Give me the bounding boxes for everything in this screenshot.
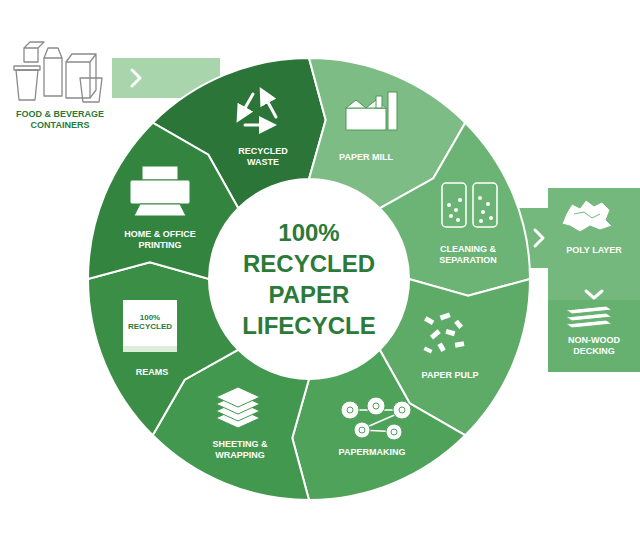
recycle-symbol	[241, 94, 276, 125]
stage-label: POLY LAYER	[566, 245, 622, 256]
paper-mill-icon	[346, 92, 397, 130]
pulp-flakes-icon	[424, 312, 465, 353]
segment-outline	[380, 123, 530, 296]
flow-connector	[548, 288, 640, 300]
arrow-head	[535, 230, 543, 246]
stage-label: SHEETING & WRAPPING	[205, 439, 275, 461]
printer-icon	[130, 166, 190, 216]
segment-outline	[292, 350, 465, 500]
arrow-head	[586, 291, 602, 298]
stage-box: NON-WOOD DECKING	[548, 300, 640, 372]
paper-rollers-icon	[341, 397, 411, 440]
ream-icon	[123, 300, 177, 352]
stage-label: FOOD & BEVERAGE CONTAINERS	[12, 109, 108, 131]
segment-shape	[86, 260, 241, 438]
cleaning-tanks-icon	[442, 183, 497, 227]
stage-box: FOOD & BEVERAGE CONTAINERS	[8, 20, 112, 135]
poly-layer-icon	[562, 200, 612, 232]
food-container-icons	[14, 42, 102, 102]
stage-label: PAPER PULP	[422, 370, 479, 381]
flow-band	[548, 288, 640, 300]
stage-label: NON-WOOD DECKING	[554, 335, 634, 357]
segment-outline	[88, 123, 238, 279]
arrow-head	[132, 70, 140, 86]
stage-label: REAMS	[136, 367, 169, 378]
segment-shape	[377, 120, 532, 298]
segment-outline	[88, 262, 238, 435]
diagram-title: 100% RECYCLED PAPER LIFECYCLE	[229, 217, 389, 341]
cycle-segment: HOME & OFFICE PRINTING	[86, 120, 241, 282]
stage-label: PAPER MILL	[339, 152, 393, 163]
cycle-segment: REAMS	[86, 260, 241, 438]
stage-label: RECYCLED WASTE	[232, 146, 294, 168]
segment-shape	[86, 120, 241, 282]
ream-label: 100% RECYCLED	[125, 313, 175, 331]
stage-label: PAPERMAKING	[339, 447, 406, 458]
sheet-stack-icon	[216, 387, 260, 428]
stage-label: HOME & OFFICE PRINTING	[117, 229, 203, 251]
cycle-segment: CLEANING & SEPARATION	[377, 120, 532, 298]
decking-icon	[566, 306, 612, 328]
stage-box: POLY LAYER	[548, 188, 640, 288]
stage-label: CLEANING & SEPARATION	[433, 244, 503, 266]
